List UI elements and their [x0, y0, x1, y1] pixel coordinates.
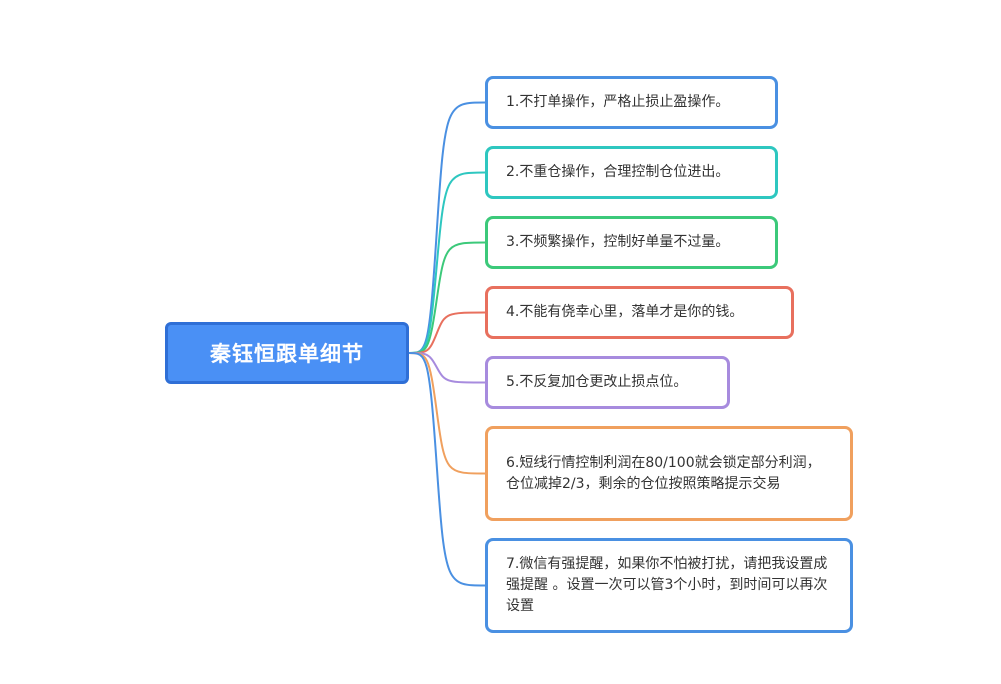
branch-topic-5[interactable]: 5.不反复加仓更改止损点位。 [485, 356, 730, 409]
branch-topic-6-label: 6.短线行情控制利润在80/100就会锁定部分利润，仓位减掉2/3，剩余的仓位按… [506, 454, 821, 492]
branch-topic-7[interactable]: 7.微信有强提醒，如果你不怕被打扰，请把我设置成 强提醒 。设置一次可以管3个小… [485, 538, 853, 633]
branch-topic-4[interactable]: 4.不能有侥幸心里，落单才是你的钱。 [485, 286, 794, 339]
connector-2 [408, 171, 486, 354]
branch-topic-2-label: 2.不重仓操作，合理控制仓位进出。 [506, 164, 730, 180]
branch-topic-3-label: 3.不频繁操作，控制好单量不过量。 [506, 234, 730, 250]
connector-6 [408, 352, 486, 475]
branch-topic-1-label: 1.不打单操作，严格止损止盈操作。 [506, 94, 730, 110]
branch-topic-3[interactable]: 3.不频繁操作，控制好单量不过量。 [485, 216, 778, 269]
connector-7 [408, 352, 486, 587]
root-topic-label: 秦钰恒跟单细节 [210, 342, 364, 366]
branch-topic-4-label: 4.不能有侥幸心里，落单才是你的钱。 [506, 304, 744, 320]
branch-topic-2[interactable]: 2.不重仓操作，合理控制仓位进出。 [485, 146, 778, 199]
root-topic[interactable]: 秦钰恒跟单细节 [165, 322, 409, 384]
connector-4 [408, 311, 486, 354]
branch-topic-5-label: 5.不反复加仓更改止损点位。 [506, 374, 688, 390]
connector-5 [408, 352, 486, 384]
branch-topic-6[interactable]: 6.短线行情控制利润在80/100就会锁定部分利润，仓位减掉2/3，剩余的仓位按… [485, 426, 853, 521]
connector-3 [408, 241, 486, 354]
branch-topic-7-label: 7.微信有强提醒，如果你不怕被打扰，请把我设置成 强提醒 。设置一次可以管3个小… [506, 556, 828, 614]
branch-topic-1[interactable]: 1.不打单操作，严格止损止盈操作。 [485, 76, 778, 129]
